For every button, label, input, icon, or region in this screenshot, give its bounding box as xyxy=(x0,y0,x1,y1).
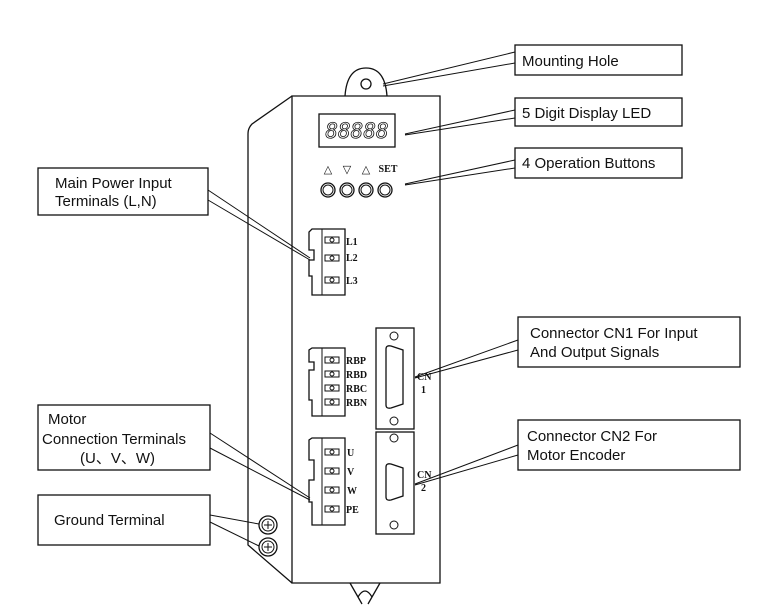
terminal-rbc: RBC xyxy=(346,384,367,395)
led-digits: 88888 xyxy=(325,119,388,143)
label-motor-3: (U、V、W) xyxy=(80,450,155,467)
mounting-tab xyxy=(344,67,388,97)
cn2-number: 2 xyxy=(421,483,426,494)
drive-body xyxy=(247,67,441,605)
callout-mounting-hole: Mounting Hole xyxy=(382,44,683,87)
label-display-led: 5 Digit Display LED xyxy=(522,105,651,122)
mounting-hole-icon xyxy=(360,78,372,90)
button-shift[interactable] xyxy=(358,182,374,198)
label-cn2-2: Motor Encoder xyxy=(527,447,625,464)
callout-ground: Ground Terminal xyxy=(37,494,260,547)
callout-main-power: Main Power Input Terminals (L,N) xyxy=(37,167,311,261)
brake-terminal-block: RBP RBD RBC RBN xyxy=(308,347,368,417)
operation-buttons: △ ▽ △ SET xyxy=(320,164,398,198)
terminal-w: W xyxy=(347,486,357,497)
callout-display-led: 5 Digit Display LED xyxy=(404,97,683,136)
label-operation-buttons: 4 Operation Buttons xyxy=(522,155,655,172)
terminal-pe: PE xyxy=(346,505,359,516)
label-main-power-1: Main Power Input xyxy=(55,175,173,192)
terminal-l3: L3 xyxy=(346,276,358,287)
label-main-power-2: Terminals (L,N) xyxy=(55,193,157,210)
button-set[interactable] xyxy=(377,182,393,198)
terminal-rbp: RBP xyxy=(346,356,366,367)
callout-motor: Motor Connection Terminals (U、V、W) xyxy=(37,404,311,501)
ground-screws xyxy=(258,515,278,557)
label-cn2-1: Connector CN2 For xyxy=(527,428,657,445)
callout-cn2: Connector CN2 For Motor Encoder xyxy=(414,419,741,486)
terminal-u: U xyxy=(347,448,354,459)
cn1-connector: CN 1 xyxy=(375,327,432,430)
label-ground: Ground Terminal xyxy=(54,512,165,529)
set-label: SET xyxy=(379,164,398,175)
shift-icon: △ xyxy=(362,164,371,176)
cn2-connector: CN 2 xyxy=(375,431,432,535)
cn1-label: CN xyxy=(417,372,432,383)
cn1-number: 1 xyxy=(421,385,426,396)
label-mounting-hole: Mounting Hole xyxy=(522,53,619,70)
power-terminal-block: L1 L2 L3 xyxy=(308,228,358,296)
button-up[interactable] xyxy=(320,182,336,198)
up-icon: △ xyxy=(324,164,333,176)
button-down[interactable] xyxy=(339,182,355,198)
motor-terminal-block: U V W PE xyxy=(308,437,359,526)
cn2-label: CN xyxy=(417,470,432,481)
terminal-rbd: RBD xyxy=(346,370,367,381)
callout-operation-buttons: 4 Operation Buttons xyxy=(404,147,683,186)
label-motor-1: Motor xyxy=(48,411,86,428)
label-motor-2: Connection Terminals xyxy=(42,431,186,448)
label-cn1-2: And Output Signals xyxy=(530,344,659,361)
terminal-l2: L2 xyxy=(346,253,358,264)
terminal-l1: L1 xyxy=(346,237,358,248)
label-cn1-1: Connector CN1 For Input xyxy=(530,325,698,342)
down-icon: ▽ xyxy=(343,164,352,176)
led-display: 88888 xyxy=(318,113,396,148)
terminal-rbn: RBN xyxy=(346,398,368,409)
callout-cn1: Connector CN1 For Input And Output Signa… xyxy=(414,316,741,379)
terminal-v: V xyxy=(347,467,355,478)
